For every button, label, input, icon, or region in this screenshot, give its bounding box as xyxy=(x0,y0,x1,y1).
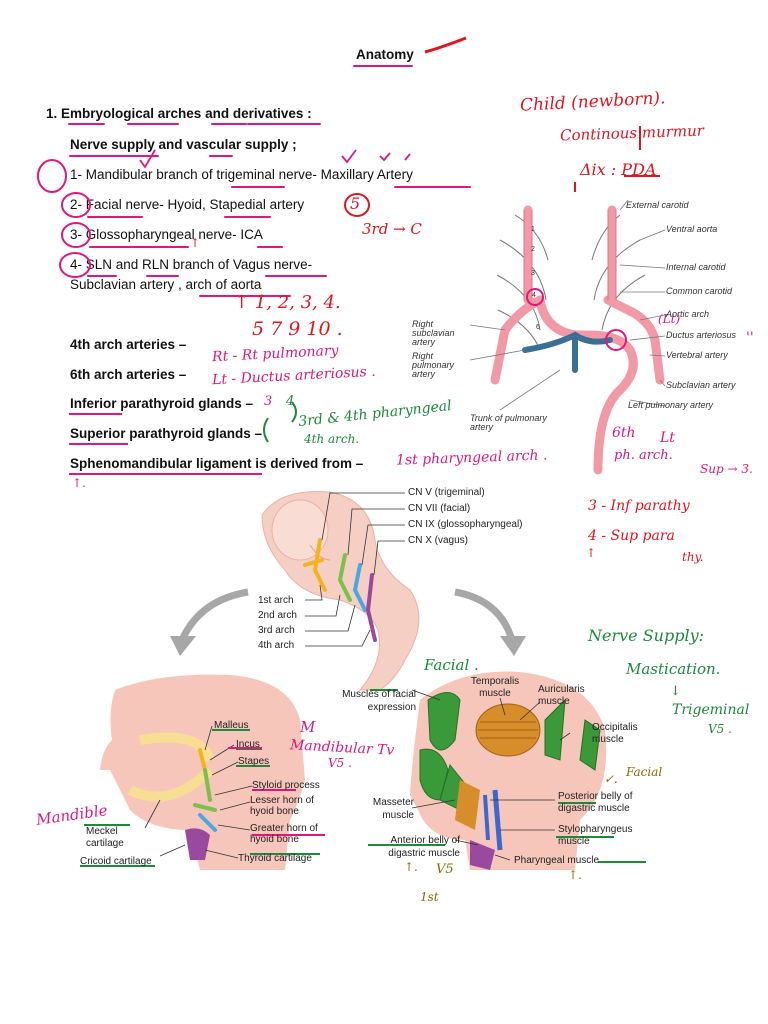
page-title: Anatomy xyxy=(356,47,414,62)
arch-number-2: 2 xyxy=(531,246,535,253)
label-auricularis: Auricularis muscle xyxy=(538,684,585,707)
label-external-carotid: External carotid xyxy=(626,200,689,210)
note-inf-parathy: 3 - Inf parathy xyxy=(588,498,690,514)
nerve-supply-heading: Nerve supply and vascular supply ; xyxy=(70,137,297,152)
label-cn-x: CN X (vagus) xyxy=(408,535,469,546)
label-ventral-aorta: Ventral aorta xyxy=(666,224,718,234)
label-cn-ix: CN IX (glossopharyngeal) xyxy=(408,519,523,530)
note-sixth: 6th xyxy=(612,425,636,441)
label-thyroid-cartilage: Thyroid cartilage xyxy=(238,853,312,864)
arch-number-6: 6 xyxy=(536,324,540,331)
note-quote: '' xyxy=(746,330,754,346)
note-sup3: Sup → 3. xyxy=(700,462,753,476)
label-stapes: Stapes xyxy=(238,756,270,767)
question-sphenomandibular: Sphenomandibular ligament is derived fro… xyxy=(70,456,364,471)
arch-number-1: 1 xyxy=(531,226,535,233)
note-v5: V5 . xyxy=(708,722,732,736)
note-arrow-t: ↑ xyxy=(190,236,201,250)
label-stylopharyngeus: Stylopharyngeus muscle xyxy=(558,824,633,847)
label-2nd-arch: 2nd arch xyxy=(258,610,297,621)
note-circle-lt: (Lt) xyxy=(658,312,681,326)
note-four: 4 xyxy=(286,394,295,409)
label-aortic-arch: Aortic arch xyxy=(666,309,710,319)
label-pulmonary-trunk: Trunk of pulmonary artery xyxy=(470,413,547,432)
note-sup-parathy: 4 - Sup para xyxy=(588,528,675,544)
label-common-carotid: Common carotid xyxy=(666,286,733,296)
label-temporalis: Temporalis muscle xyxy=(470,676,520,699)
label-3rd-arch: 3rd arch xyxy=(258,625,295,636)
label-malleus: Malleus xyxy=(214,720,249,731)
label-anterior-digastric: Anterior belly of digastric muscle xyxy=(388,835,460,859)
note-m: M xyxy=(300,718,316,736)
label-ductus-arteriosus: Ductus arteriosus xyxy=(666,330,737,340)
note-check: ✓. xyxy=(604,772,618,786)
note-thy: thy. xyxy=(682,550,704,564)
label-1st-arch: 1st arch xyxy=(258,595,294,606)
label-right-pulmonary: Right pulmonary artery xyxy=(412,351,455,379)
label-meckel-cartilage: Meckel cartilage xyxy=(86,826,124,849)
label-greater-horn: Greater horn of hyoid bone xyxy=(250,823,318,845)
note-arrow-up: ↑ xyxy=(586,546,597,560)
label-cn-v: CN V (trigeminal) xyxy=(408,487,485,498)
label-incus: Incus xyxy=(236,739,260,750)
embryo-diagram xyxy=(170,490,526,691)
note-first: 1st xyxy=(420,890,439,904)
note-lt2: Lt xyxy=(660,430,675,446)
note-five: 5 xyxy=(350,194,361,213)
question-superior-parathyroid: Superior parathyroid glands – xyxy=(70,426,263,441)
label-muscles-facial-expression: Muscles of facial expression xyxy=(342,689,416,713)
question-4th-arch: 4th arch arteries – xyxy=(70,337,187,352)
note-arrow-down: ↓ xyxy=(670,684,681,699)
label-lesser-horn: Lesser horn of hyoid bone xyxy=(250,795,314,817)
note-t2: ↑. xyxy=(568,868,582,882)
label-left-pulmonary-artery: Left pulmonary artery xyxy=(628,400,714,410)
label-masseter: Masseter muscle xyxy=(372,797,414,821)
note-trigeminal: Trigeminal xyxy=(672,702,750,718)
label-cn-vii: CN VII (facial) xyxy=(408,503,471,514)
note-three: 3 xyxy=(264,394,273,409)
muscle-head-diagram xyxy=(410,671,607,870)
arch-number-4: 4 xyxy=(532,292,536,299)
label-styloid-process: Styloid process xyxy=(252,780,320,791)
item-2: 2- Facial nerve- Hyoid, Stapedial artery xyxy=(70,197,305,212)
note-v5b: V5 . xyxy=(328,756,352,770)
note-dx-pda: Δix : PDA xyxy=(580,160,657,179)
label-right-subclavian: Right subclavian artery xyxy=(412,319,455,347)
label-vertebral-artery: Vertebral artery xyxy=(666,350,728,360)
note-t1: ↑. xyxy=(404,860,418,874)
note-ph-arch: ph. arch. xyxy=(614,448,673,463)
item-4-cont: Subclavian artery , arch of aorta xyxy=(70,277,262,292)
item-4: 4- SLN and RLN branch of Vagus nerve- xyxy=(70,257,313,272)
label-subclavian-artery: Subclavian artery xyxy=(666,380,736,390)
note-nerve-supply: Nerve Supply: xyxy=(588,626,705,645)
note-facial2: Facial xyxy=(626,765,663,779)
item-3: 3- Glossopharyngeal nerve- ICA xyxy=(70,227,263,242)
note-mastication: Mastication. xyxy=(626,660,721,678)
note-fourth-arch: 4th arch. xyxy=(304,432,360,446)
label-occipitalis: Occipitalis muscle xyxy=(592,722,638,745)
note-numbers-bottom: 5 7 9 10 . xyxy=(252,318,343,340)
skeletal-head-diagram xyxy=(100,674,305,870)
section-heading: 1. Embryological arches and derivatives … xyxy=(46,106,312,121)
question-6th-arch: 6th arch arteries – xyxy=(70,367,187,382)
note-numbers-top: ↑ 1, 2, 3, 4. xyxy=(234,292,341,313)
label-posterior-digastric: Posterior belly of digastric muscle xyxy=(558,791,633,814)
item-1: 1- Mandibular branch of trigeminal nerve… xyxy=(70,167,413,182)
note-third-arch: 3rd → C xyxy=(362,220,422,238)
note-facial: Facial . xyxy=(424,656,479,674)
aortic-arch-diagram xyxy=(469,199,666,475)
label-internal-carotid: Internal carotid xyxy=(666,262,726,272)
label-pharyngeal-muscle: Pharyngeal muscle xyxy=(514,855,600,866)
label-cricoid-cartilage: Cricoid cartilage xyxy=(80,856,152,867)
note-t-mark: ↑. xyxy=(72,476,86,490)
note-v5c: V5 xyxy=(436,862,454,877)
label-4th-arch: 4th arch xyxy=(258,640,295,651)
question-inferior-parathyroid: Inferior parathyroid glands – xyxy=(70,396,254,411)
arch-number-3: 3 xyxy=(531,270,535,277)
